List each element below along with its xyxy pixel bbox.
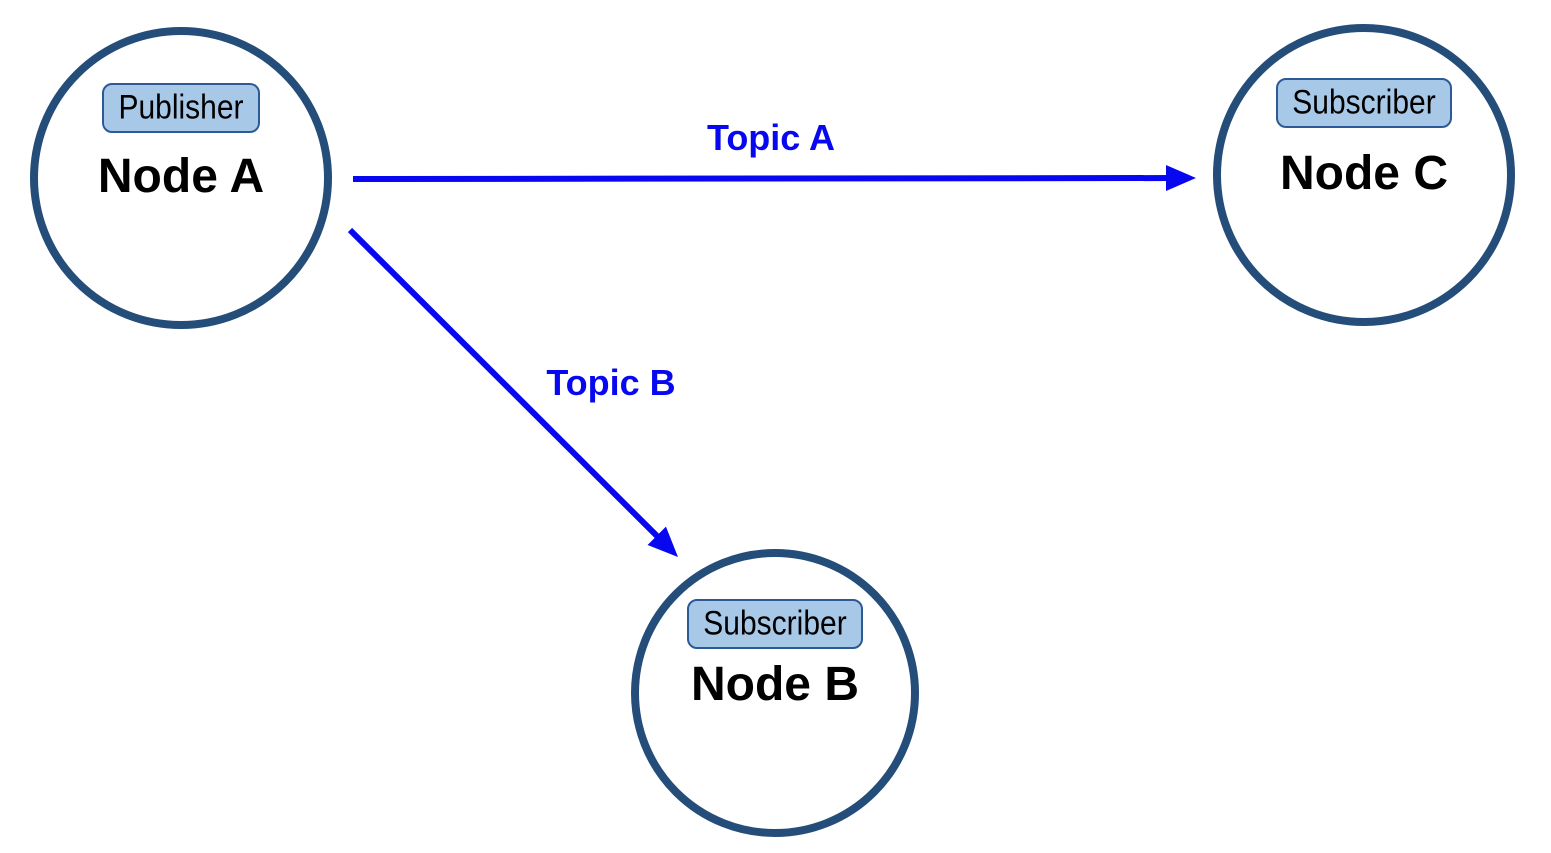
node-a: Publisher Node A (30, 27, 332, 329)
node-a-role-badge: Publisher (102, 83, 260, 133)
node-b: Subscriber Node B (631, 549, 919, 837)
node-a-label: Node A (97, 150, 265, 203)
arrowhead-topic-b (647, 526, 678, 557)
arrowhead-topic-a (1165, 165, 1196, 192)
edge-line-topic-a (352, 175, 1173, 182)
node-c-role-badge: Subscriber (1276, 78, 1452, 128)
node-b-role-badge: Subscriber (687, 599, 863, 649)
edge-label-topic-b: Topic B (546, 362, 676, 403)
node-c: Subscriber Node C (1213, 24, 1515, 326)
node-a-role-label: Publisher (118, 88, 244, 127)
node-b-label: Node B (691, 658, 859, 711)
node-b-role-label: Subscriber (703, 604, 847, 643)
node-c-label: Node C (1280, 147, 1448, 200)
edge-label-topic-a: Topic A (707, 117, 835, 158)
node-c-role-label: Subscriber (1292, 83, 1436, 122)
